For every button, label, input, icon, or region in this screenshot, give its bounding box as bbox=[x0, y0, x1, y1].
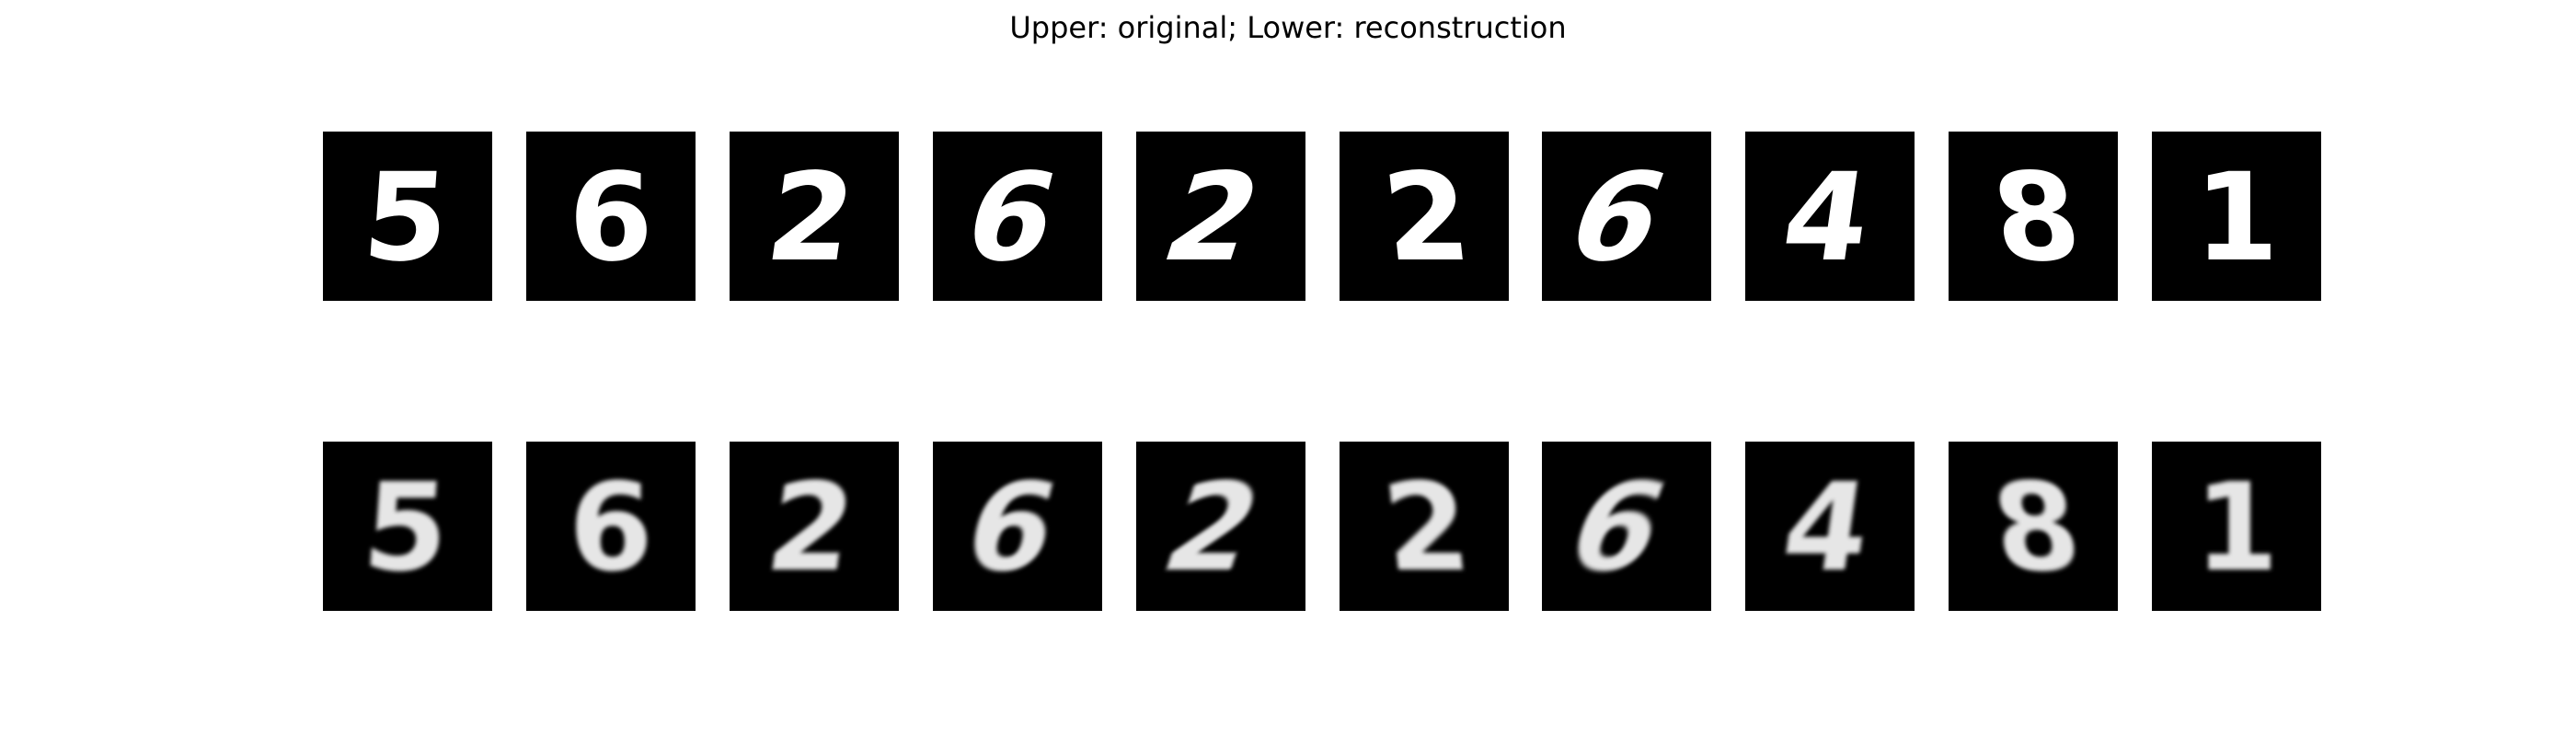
digit-glyph-canvas: 6 bbox=[569, 457, 653, 599]
reconstruction-digit-image: 8 bbox=[1949, 442, 2119, 611]
digit-glyph-canvas: 2 bbox=[758, 458, 862, 599]
reconstruction-digit-image: 2 bbox=[1339, 442, 1509, 611]
digit-glyph-canvas: 8 bbox=[1984, 458, 2088, 599]
digit-glyph: 2 bbox=[758, 458, 862, 599]
digit-glyph: 2 bbox=[1376, 457, 1476, 599]
reconstruction-digit-image: 6 bbox=[932, 442, 1102, 611]
original-digit-image: 5 bbox=[323, 132, 492, 301]
digit-glyph: 4 bbox=[1775, 148, 1879, 289]
original-digit-image: 2 bbox=[1339, 132, 1509, 301]
figure-title: Upper: original; Lower: reconstruction bbox=[1009, 10, 1567, 45]
digit-glyph: 6 bbox=[1549, 457, 1685, 599]
original-digit-image: 6 bbox=[525, 132, 696, 301]
digit-glyph-canvas: 6 bbox=[569, 147, 653, 289]
original-digit-image: 4 bbox=[1745, 132, 1915, 301]
digit-glyph-canvas: 6 bbox=[951, 457, 1071, 599]
digit-glyph-canvas: 2 bbox=[1376, 457, 1476, 599]
digit-glyph: 6 bbox=[569, 147, 653, 289]
reconstruction-digit-image: 2 bbox=[729, 442, 899, 611]
digit-glyph: 1 bbox=[2194, 457, 2279, 599]
reconstruction-digit-image: 5 bbox=[323, 442, 492, 611]
digit-glyph: 5 bbox=[359, 147, 454, 289]
reconstruction-digit-image: 2 bbox=[1135, 442, 1305, 611]
reconstruction-digit-image: 1 bbox=[2152, 442, 2322, 611]
digit-glyph: 8 bbox=[1984, 148, 2088, 289]
reconstruction-digit-image: 6 bbox=[525, 442, 696, 611]
reconstruction-digit-image: 6 bbox=[1542, 442, 1712, 611]
digit-glyph: 8 bbox=[1984, 458, 2088, 599]
digit-glyph-canvas: 8 bbox=[1984, 148, 2088, 289]
original-digit-image: 2 bbox=[1135, 132, 1305, 301]
digit-glyph-canvas: 2 bbox=[1376, 147, 1476, 289]
original-digit-image: 8 bbox=[1949, 132, 2119, 301]
digit-glyph-canvas: 2 bbox=[1147, 456, 1278, 598]
original-digit-image: 6 bbox=[932, 132, 1102, 301]
digit-glyph: 6 bbox=[951, 457, 1071, 599]
digit-glyph-canvas: 2 bbox=[1147, 146, 1278, 288]
digit-glyph: 2 bbox=[1147, 456, 1278, 598]
digit-glyph: 4 bbox=[1775, 458, 1879, 599]
digit-glyph: 1 bbox=[2194, 147, 2279, 289]
digit-glyph: 6 bbox=[1549, 147, 1685, 289]
digit-glyph-canvas: 1 bbox=[2194, 457, 2279, 599]
digit-glyph-canvas: 4 bbox=[1775, 458, 1879, 599]
digit-glyph-canvas: 1 bbox=[2194, 147, 2279, 289]
digit-glyph: 6 bbox=[569, 457, 653, 599]
digit-glyph: 6 bbox=[951, 147, 1071, 289]
digit-glyph-canvas: 4 bbox=[1775, 148, 1879, 289]
original-digit-image: 2 bbox=[729, 132, 899, 301]
digit-glyph-canvas: 5 bbox=[359, 457, 454, 599]
digit-glyph: 2 bbox=[1147, 146, 1278, 288]
digit-glyph: 5 bbox=[359, 457, 454, 599]
digit-glyph-canvas: 6 bbox=[951, 147, 1071, 289]
reconstruction-digit-image: 4 bbox=[1745, 442, 1915, 611]
digit-glyph-canvas: 5 bbox=[359, 147, 454, 289]
digit-glyph: 2 bbox=[758, 148, 862, 289]
digit-glyph: 2 bbox=[1376, 147, 1476, 289]
original-digit-image: 6 bbox=[1542, 132, 1712, 301]
digit-glyph-canvas: 6 bbox=[1549, 147, 1685, 289]
digit-glyph-canvas: 6 bbox=[1549, 457, 1685, 599]
original-digit-image: 1 bbox=[2152, 132, 2322, 301]
digit-glyph-canvas: 2 bbox=[758, 148, 862, 289]
